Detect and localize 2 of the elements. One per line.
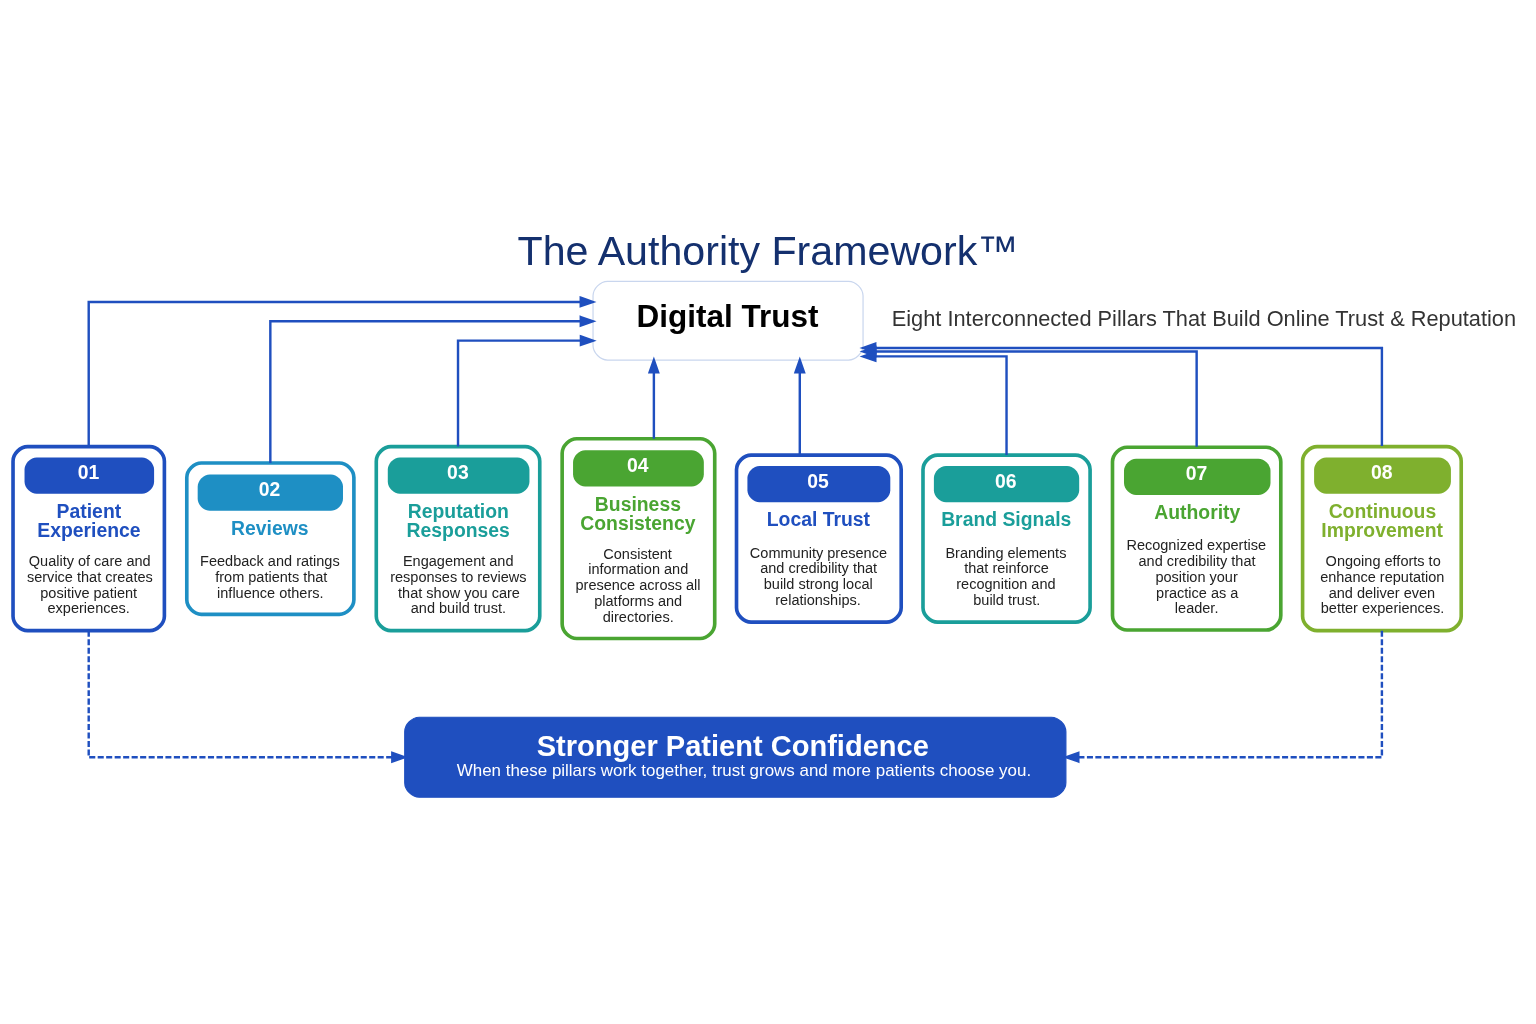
diagram-title: The Authority Framework™	[517, 227, 1019, 274]
label: Eight Interconnected Pillars That Build Online Trust & Reputation	[891, 306, 1517, 332]
